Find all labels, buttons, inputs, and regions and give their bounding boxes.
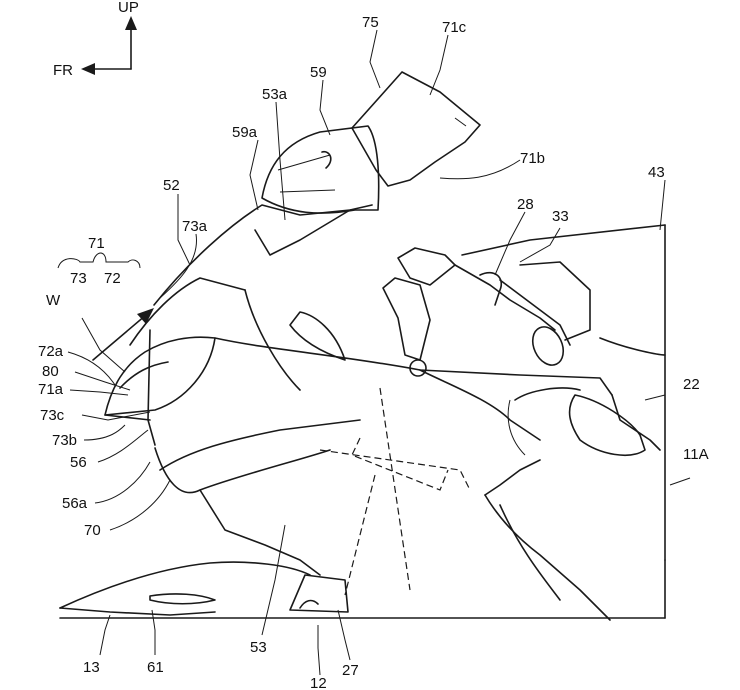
up-label: UP	[118, 0, 139, 16]
label-70: 70	[84, 522, 101, 539]
label-72a: 72a	[38, 343, 64, 360]
label-11A: 11A	[683, 446, 709, 463]
label-80: 80	[42, 363, 59, 380]
label-73b: 73b	[52, 432, 77, 449]
label-56a: 56a	[62, 495, 88, 512]
direction-indicator: UP FR	[53, 0, 139, 79]
label-53a: 53a	[262, 86, 288, 103]
front-arrow-icon	[81, 63, 95, 75]
motorcycle-front-drawing	[57, 29, 691, 676]
label-28: 28	[517, 196, 534, 213]
label-43: 43	[648, 164, 665, 181]
up-arrow-icon	[125, 16, 137, 30]
label-56: 56	[70, 454, 87, 471]
label-52: 52	[163, 177, 180, 194]
label-W: W	[46, 292, 61, 309]
label-73c: 73c	[40, 407, 65, 424]
label-72: 72	[104, 270, 121, 287]
label-27: 27	[342, 662, 359, 679]
reference-labels: 75 71c 59 53a 59a 71b 43 52 73a 28 33 71…	[38, 14, 709, 690]
label-71b: 71b	[520, 150, 545, 167]
label-59: 59	[310, 64, 327, 81]
label-75: 75	[362, 14, 379, 31]
wind-arrow-icon	[137, 308, 154, 324]
label-59a: 59a	[232, 124, 258, 141]
front-label: FR	[53, 62, 73, 79]
label-33: 33	[552, 208, 569, 225]
label-73a: 73a	[182, 218, 208, 235]
label-73: 73	[70, 270, 87, 287]
label-12: 12	[310, 675, 327, 690]
label-71c: 71c	[442, 19, 467, 36]
label-53: 53	[250, 639, 267, 656]
label-71a: 71a	[38, 381, 64, 398]
label-22: 22	[683, 376, 700, 393]
label-71: 71	[88, 235, 105, 252]
label-13: 13	[83, 659, 100, 676]
label-61: 61	[147, 659, 164, 676]
